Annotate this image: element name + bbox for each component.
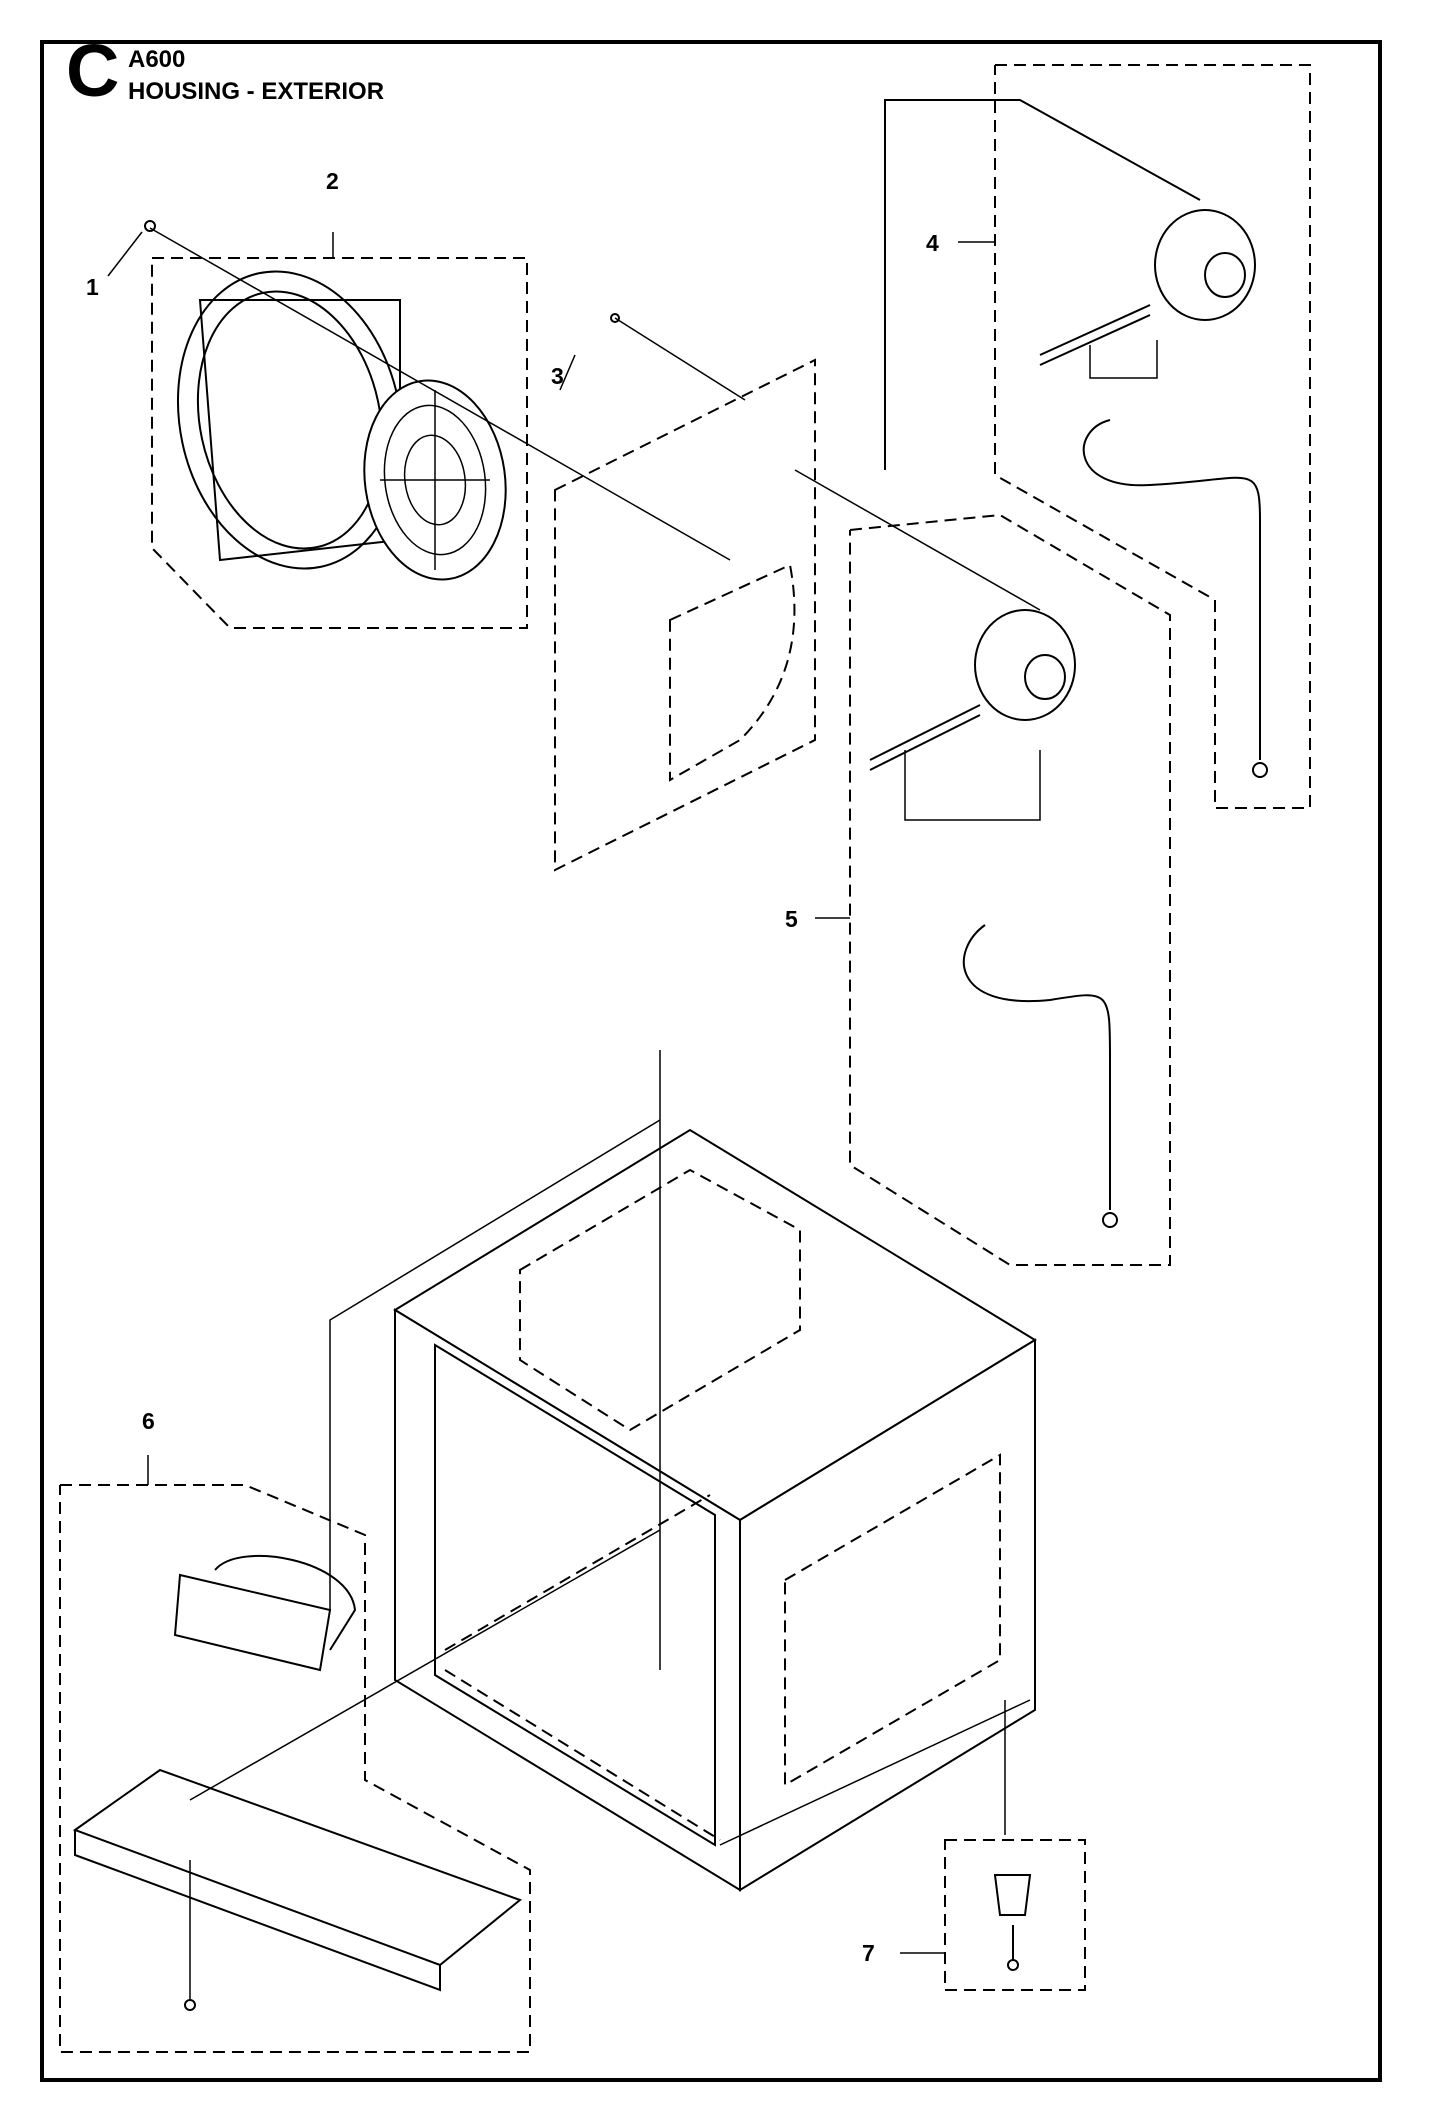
page-frame — [40, 40, 1382, 2082]
callout-2: 2 — [326, 168, 339, 194]
housing-cabinet — [393, 1050, 1037, 1892]
model-number: A600 — [128, 46, 186, 73]
part-2-fan-assembly — [151, 232, 528, 629]
part-4-pressure-switch — [884, 64, 1311, 809]
callout-6: 6 — [142, 1408, 155, 1434]
section-letter: C — [66, 29, 120, 112]
callout-4: 4 — [926, 230, 939, 256]
part-6-handle-rail — [59, 1119, 661, 2053]
part-5-pressure-switch — [815, 513, 1171, 1266]
page-title: HOUSING - EXTERIOR — [128, 78, 385, 105]
part-1-screw — [107, 220, 731, 561]
callout-7: 7 — [862, 1940, 875, 1966]
callout-3: 3 — [551, 363, 564, 389]
callout-1: 1 — [86, 274, 99, 300]
part-7-rubber-foot — [900, 1839, 1086, 1991]
callout-5: 5 — [785, 906, 798, 932]
part-3-panel — [554, 313, 1041, 872]
